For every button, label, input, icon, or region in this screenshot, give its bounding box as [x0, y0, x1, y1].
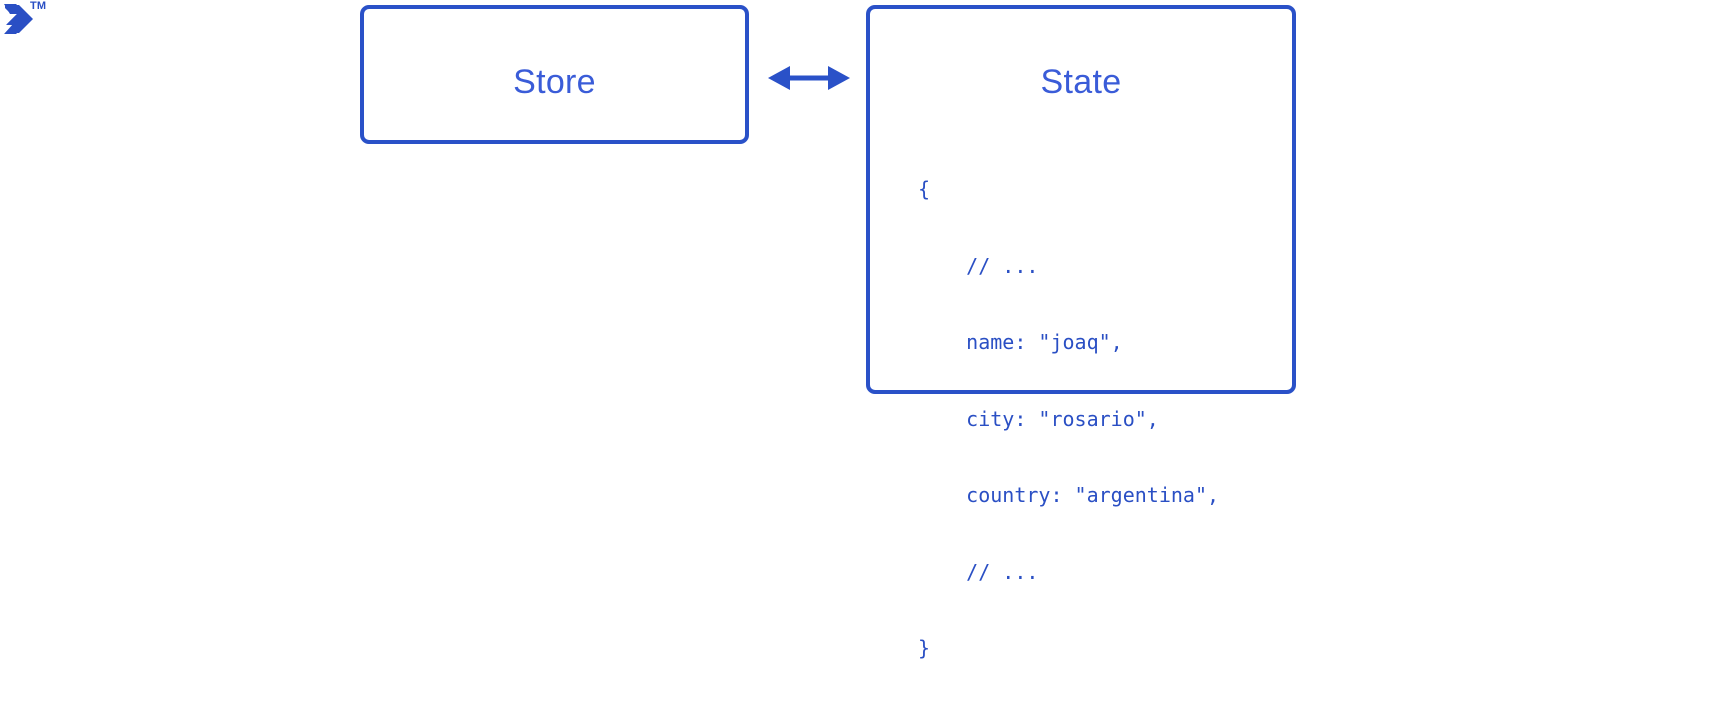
double-headed-arrow-icon: [764, 58, 854, 98]
code-line: // ...: [918, 253, 1039, 278]
state-node: State { // ... name: "joaq", city: "rosa…: [866, 5, 1296, 660]
store-node-label: Store: [513, 63, 596, 101]
trademark-label: TM: [30, 0, 47, 12]
store-node: Store: [360, 5, 749, 144]
code-line: // ...: [918, 559, 1039, 584]
diagram-canvas: TM Store State { // ... name: "joaq", ci…: [2, 0, 1296, 660]
code-line: name: "joaq",: [918, 330, 1123, 354]
toptal-chevron-logo-icon: [2, 2, 36, 36]
state-code-block: { // ... name: "joaq", city: "rosario", …: [918, 126, 1219, 713]
state-node-label: State: [1040, 63, 1122, 101]
brand-logo: TM: [2, 0, 62, 40]
code-line: {: [918, 177, 931, 201]
code-line: city: "rosario",: [918, 406, 1159, 431]
code-line: }: [918, 636, 931, 660]
code-line: country: "argentina",: [918, 483, 1220, 507]
